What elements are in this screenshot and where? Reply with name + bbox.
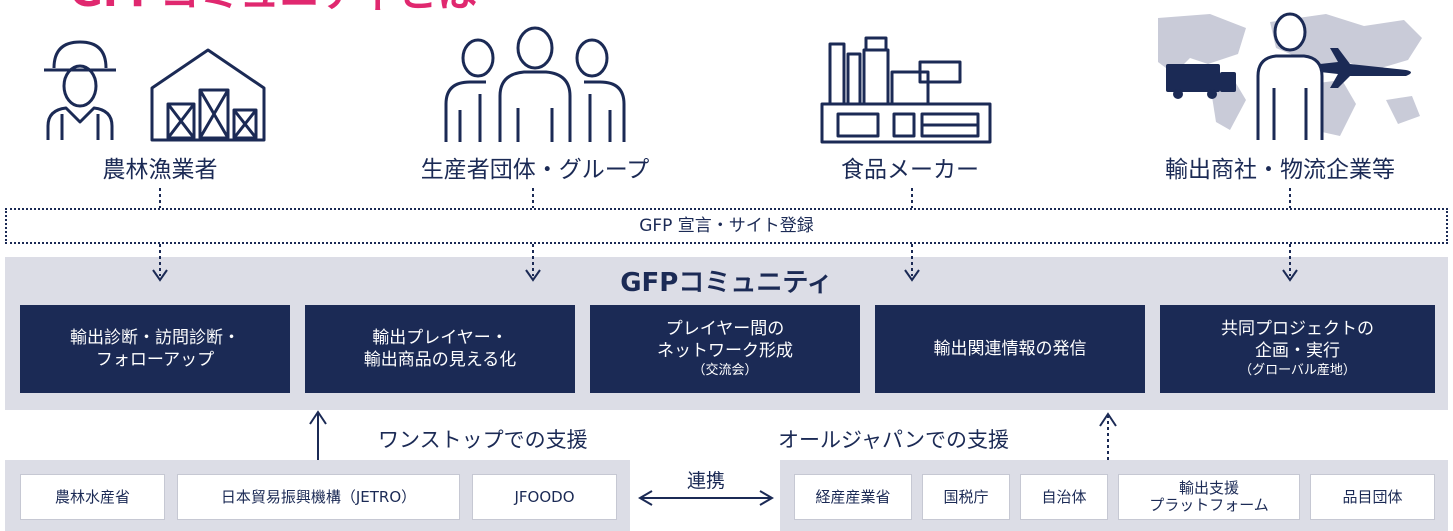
org-jetro: 日本貿易振興機構（JETRO） — [177, 474, 460, 520]
registration-label: GFP 宣言・サイト登録 — [639, 216, 814, 236]
org-maff: 農林水産省 — [20, 474, 165, 520]
participant-label-food-makers: 食品メーカー — [841, 157, 979, 183]
registration-band — [5, 208, 1448, 244]
service-line: 共同プロジェクトの — [1221, 319, 1374, 339]
service-box-info: 輸出関連情報の発信 — [875, 305, 1145, 393]
service-line: 企画・実行 — [1255, 341, 1340, 361]
service-line: ネットワーク形成 — [657, 341, 793, 361]
participant-label-farmers: 農林漁業者 — [102, 157, 218, 183]
page-header-fragment: GFPコミュニティとは — [70, 0, 710, 10]
service-line: フォローアップ — [95, 350, 215, 370]
org-meti: 経産産業省 — [794, 474, 912, 520]
service-box-joint-project: 共同プロジェクトの 企画・実行 （グローバル産地） — [1160, 305, 1435, 393]
service-line: プレイヤー間の — [665, 319, 785, 339]
service-box-network: プレイヤー間の ネットワーク形成 （交流会） — [590, 305, 860, 393]
service-box-export-diagnosis: 輸出診断・訪問診断・ フォローアップ — [20, 305, 290, 393]
org-commodity-groups: 品目団体 — [1310, 474, 1435, 520]
one-stop-support-label: ワンストップでの支援 — [378, 428, 588, 452]
service-box-visualization: 輸出プレイヤー・ 輸出商品の見える化 — [305, 305, 575, 393]
factory-icon — [820, 36, 992, 144]
participant-label-exporters: 輸出商社・物流企業等 — [1165, 157, 1395, 183]
service-line: 輸出診断・訪問診断・ — [70, 328, 240, 348]
link-label: 連携 — [686, 470, 725, 492]
service-line: 輸出商品の見える化 — [363, 350, 517, 370]
all-japan-support-label: オールジャパンでの支援 — [778, 428, 1009, 452]
participant-label-producer-groups: 生産者団体・グループ — [420, 157, 650, 183]
org-export-platform: 輸出支援 プラットフォーム — [1118, 474, 1300, 520]
service-line: 輸出関連情報の発信 — [933, 339, 1087, 359]
org-jfoodo: JFOODO — [472, 474, 617, 520]
service-sub: （グローバル産地） — [1239, 363, 1356, 378]
farmer-barn-icon — [44, 40, 266, 142]
service-line: 輸出プレイヤー・ — [372, 328, 508, 348]
export-logistics-icon — [1158, 12, 1422, 140]
group-people-icon — [444, 26, 626, 142]
service-sub: （交流会） — [692, 363, 758, 378]
org-local-gov: 自治体 — [1020, 474, 1108, 520]
org-nta: 国税庁 — [922, 474, 1010, 520]
community-title: GFPコミュニティ — [620, 268, 833, 298]
